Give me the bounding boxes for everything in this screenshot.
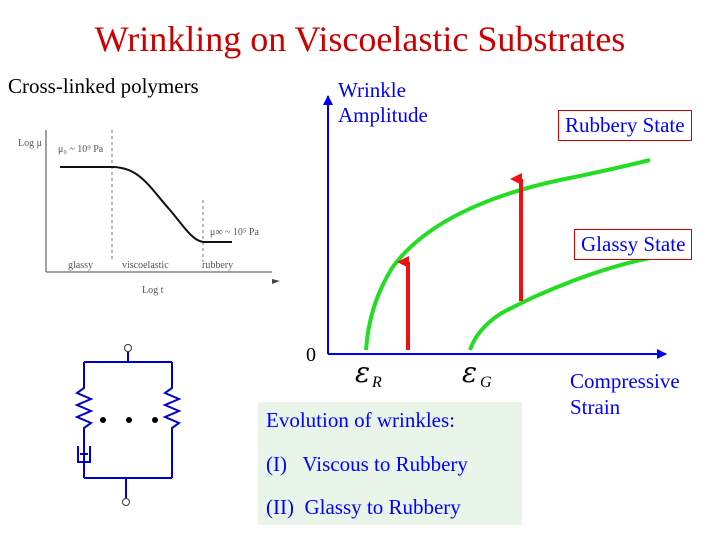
x-axis-label-line1: Compressive: [570, 369, 680, 393]
ellipsis-dot-3: [152, 417, 158, 423]
slide-title: Wrinkling on Viscoelastic Substrates: [94, 19, 626, 59]
curve-viscous-to-rubbery: [364, 158, 651, 351]
strain-mark-r: ε R: [355, 356, 382, 391]
evolution-box: Evolution of wrinkles: (I) Viscous to Ru…: [258, 402, 522, 525]
y-axis-label-line1: Wrinkle: [338, 78, 406, 102]
y-axis-label: Wrinkle Amplitude: [338, 78, 428, 128]
evolution-item-1: (I) Viscous to Rubbery: [266, 452, 468, 476]
strain-mark-g: ε G: [462, 356, 492, 391]
inset-upper-level: μ₀ ~ 10⁹ Pa: [58, 144, 104, 155]
x-axis-label-line2: Strain: [570, 395, 621, 419]
subtitle: Cross-linked polymers: [8, 74, 199, 98]
inset-arrow-icon: [272, 279, 280, 284]
curve-glassy-to-rubbery: [468, 256, 651, 351]
bottom-terminal: [122, 498, 130, 506]
mechanical-model: [74, 344, 182, 506]
inset-lower-level: μ∞ ~ 10⁵ Pa: [210, 227, 259, 238]
rubbery-state-label: Rubbery State: [558, 110, 692, 141]
y-axis-label-line2: Amplitude: [338, 103, 428, 127]
dashpot-left: [77, 446, 91, 463]
spring-left: [74, 362, 94, 448]
origin-label: 0: [306, 344, 316, 366]
inset-y-label: Log μ: [18, 138, 42, 149]
top-terminal: [124, 344, 132, 352]
modulus-curve: [60, 166, 232, 243]
amplitude-plot: ε R ε G: [323, 95, 667, 391]
evolution-heading: Evolution of wrinkles:: [266, 408, 455, 432]
svg-text:ε: ε: [355, 356, 370, 389]
svg-text:G: G: [480, 374, 492, 391]
x-axis-label: Compressive Strain: [570, 368, 680, 420]
svg-text:ε: ε: [462, 356, 477, 389]
ellipsis-dot-2: [126, 417, 132, 423]
inset-region-viscoelastic: viscoelastic: [122, 260, 169, 271]
spring-right: [162, 362, 182, 478]
inset-region-glassy: glassy: [68, 260, 93, 271]
svg-text:R: R: [371, 374, 382, 391]
modulus-inset: Log μ μ₀ ~ 10⁹ Pa μ∞ ~ 10⁵ Pa glassy vis…: [18, 130, 280, 296]
evolution-item-2: (II) Glassy to Rubbery: [266, 495, 461, 519]
glassy-state-label: Glassy State: [574, 229, 693, 260]
inset-x-label: Log t: [142, 285, 164, 296]
ellipsis-dot-1: [100, 417, 106, 423]
inset-region-rubbery: rubbery: [202, 260, 233, 271]
